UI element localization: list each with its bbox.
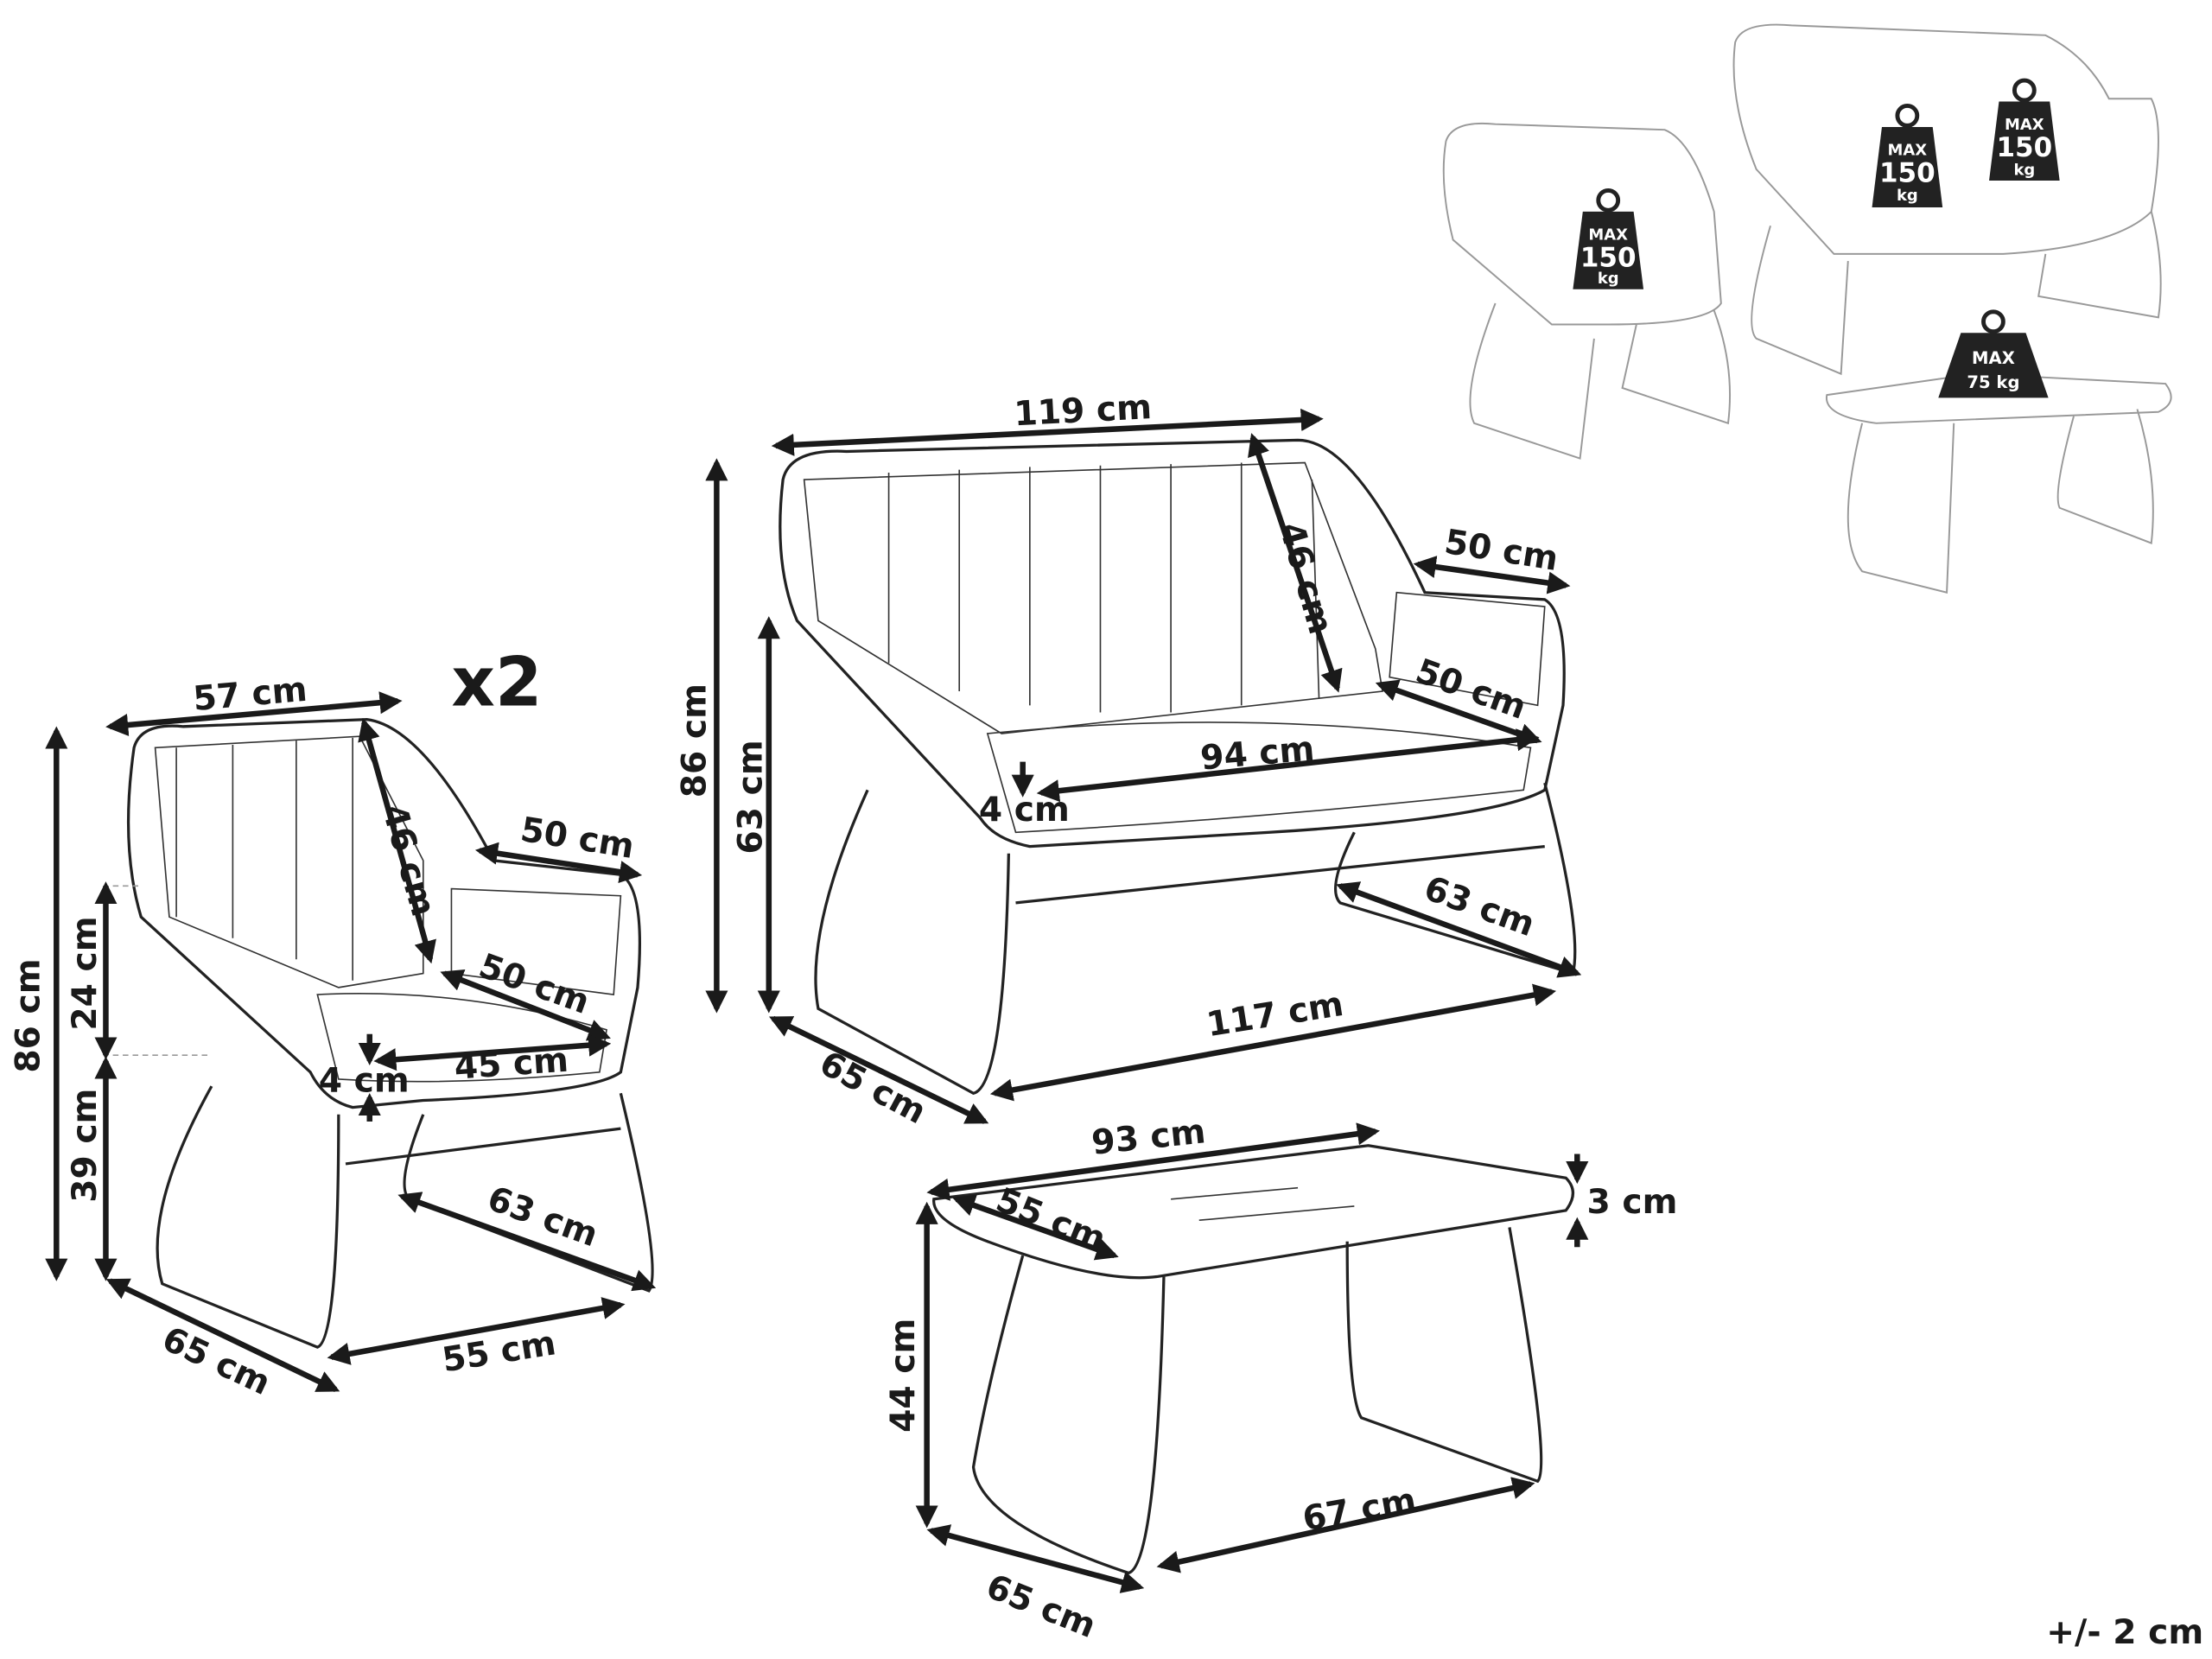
sofa-cushion-label: 4 cm [979, 791, 1070, 830]
chair-armrest-height-label: 24 cm [66, 916, 105, 1030]
sofa-height-label: 86 cm [675, 683, 714, 798]
max-label: MAX [1588, 226, 1628, 245]
weight-badge-sofa-left: MAX 150 kg [1872, 104, 1943, 207]
sofa-armrest-height-label: 63 cm [732, 740, 771, 854]
guide-lines [112, 885, 212, 1057]
chair-cushion-label: 4 cm [319, 1062, 410, 1101]
quantity-marker: x2 [451, 643, 542, 721]
chair-leg-depth-label: 63 cm [482, 1179, 603, 1255]
table-depth-label: 65 cm [981, 1567, 1101, 1646]
reference-sketches: MAX 150 kg MAX 150 kg MAX 150 kg MAX 75 … [1442, 23, 2172, 594]
chair-seat-width-label: 45 cm [453, 1041, 569, 1088]
max-label: MAX [1972, 348, 2015, 368]
max-label: MAX [2005, 116, 2044, 134]
max-weight-unit: kg [1598, 270, 1619, 288]
max-weight-value: 150 [1580, 243, 1637, 274]
max-weight-unit: kg [1897, 187, 1918, 205]
weight-badge-chair: MAX 150 kg [1573, 188, 1644, 289]
small-thickness-arrows [358, 761, 1589, 1248]
max-weight-unit: kg [2013, 161, 2035, 179]
max-label: MAX [1888, 142, 1928, 160]
chair-height-label: 86 cm [10, 958, 48, 1072]
table-base-length-label: 67 cm [1300, 1481, 1419, 1539]
max-weight-value: 150 [1996, 132, 2052, 163]
max-weight-value: 75 kg [1967, 372, 2019, 392]
tolerance-note: +/- 2 cm [2046, 1613, 2203, 1652]
sofa-width-label: 119 cm [1013, 388, 1153, 434]
table-top-thickness-label: 3 cm [1587, 1183, 1678, 1222]
dimension-arrows [45, 408, 1582, 1593]
max-weight-value: 150 [1879, 158, 1936, 189]
chair-seat-height-label: 39 cm [66, 1089, 105, 1203]
weight-badge-table: MAX 75 kg [1938, 309, 2049, 398]
weight-badge-sofa-right: MAX 150 kg [1989, 78, 2060, 181]
sofa-depth-label: 65 cm [813, 1044, 932, 1132]
table-height-label: 44 cm [884, 1319, 923, 1433]
